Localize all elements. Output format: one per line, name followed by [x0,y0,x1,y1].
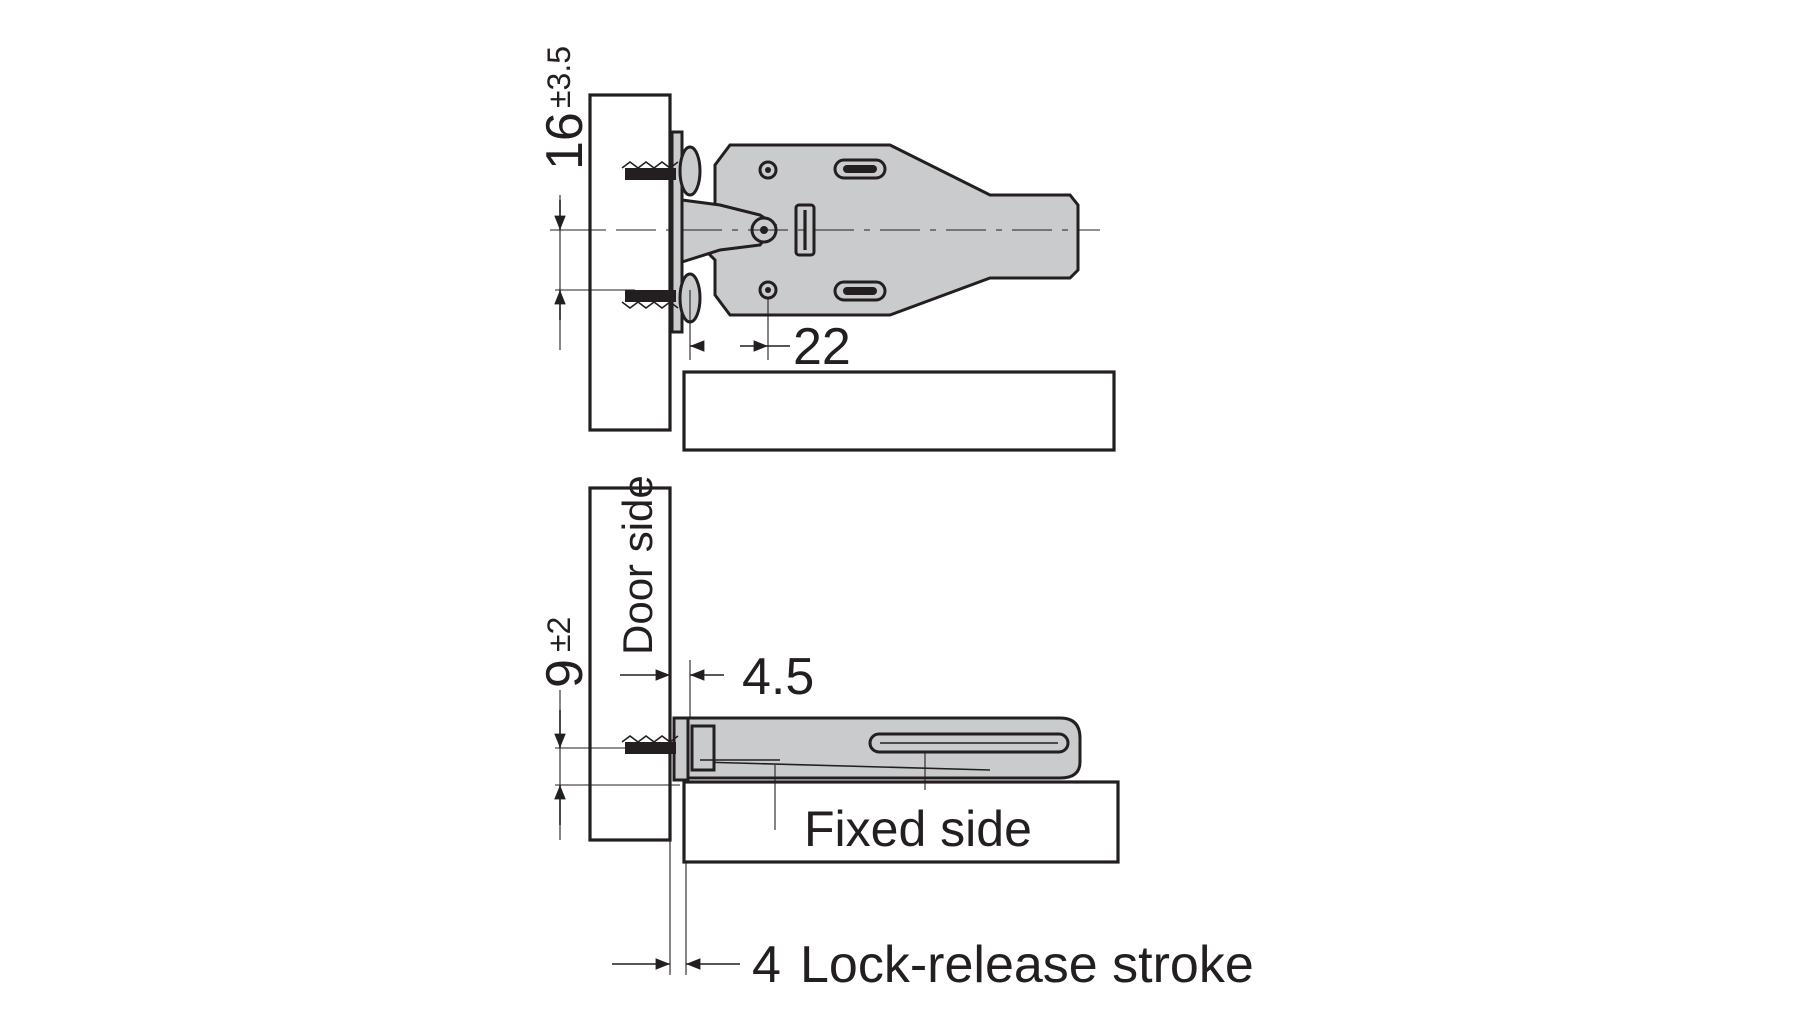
dim-stroke-value: 4 [752,936,781,994]
dim-stroke-label: Lock-release stroke [800,936,1254,994]
dim-bottom-gap: 4.5 [742,648,814,706]
label-door-side: Door side [614,475,661,655]
bottom-door-panel [588,486,672,842]
dim-bottom-height: 9 [536,659,594,688]
bottom-fixed-panel [682,780,1120,864]
label-fixed-side: Fixed side [804,801,1032,857]
dim-top-height-tolerance: ±3.5 [541,46,577,108]
top-view: 16 ±3.5 22 [536,46,1116,452]
top-door-panel [588,93,672,432]
top-fixed-panel [682,370,1116,452]
bottom-view: 9 ±2 Door side 4.5 Fixed side 4 Lock-rel… [536,475,1254,994]
dim-top-height: 16 [536,112,594,170]
top-screw-upper [621,145,702,197]
top-screw-lower [621,272,702,324]
bottom-latch-plate [672,716,690,782]
dim-top-offset: 22 [793,318,851,376]
dim-bottom-height-tolerance: ±2 [541,617,577,652]
